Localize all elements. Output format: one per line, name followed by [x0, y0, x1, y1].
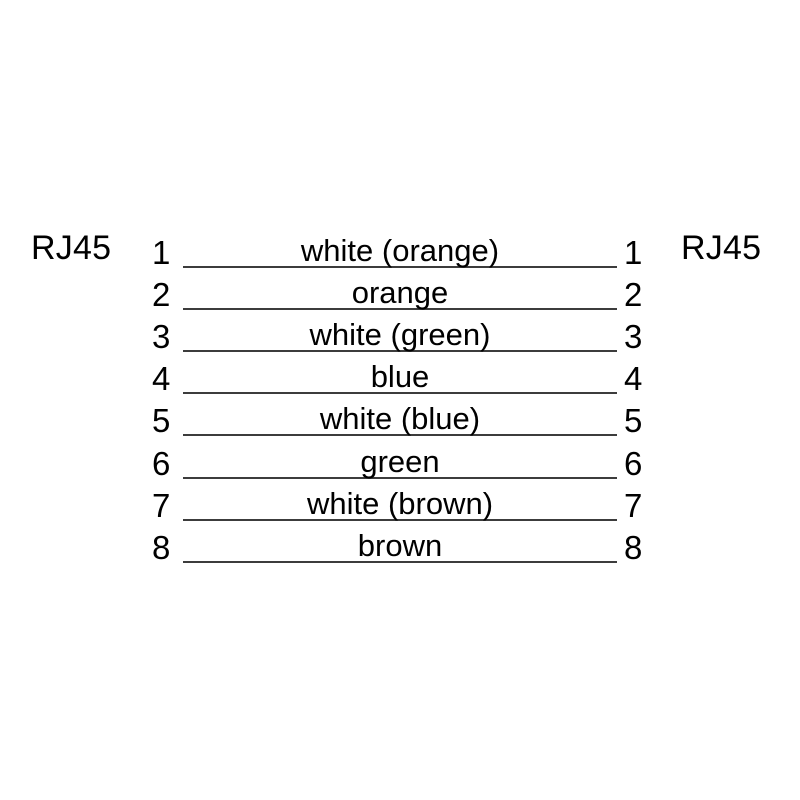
- wire-line: [183, 266, 617, 268]
- wire-color-label: blue: [370, 359, 430, 395]
- wire-line: [183, 308, 617, 311]
- left-pin-number: 4: [152, 360, 171, 398]
- right-pin-number: 4: [624, 360, 643, 398]
- wire-color-label: white (orange): [300, 233, 500, 268]
- wire-color-label: brown: [357, 527, 443, 563]
- left-pin-number: 8: [152, 528, 171, 566]
- right-pin-number: 1: [624, 234, 643, 271]
- wire-color-label: white (blue): [319, 401, 481, 437]
- right-pin-number: 8: [624, 528, 643, 566]
- right-pin-number: 6: [624, 444, 643, 482]
- left-pin-number: 1: [152, 234, 171, 271]
- right-pin-number: 7: [624, 486, 643, 524]
- wire-color-label: white (green): [309, 317, 491, 353]
- right-pin-number: 3: [624, 318, 643, 356]
- left-pin-number: 5: [152, 402, 171, 440]
- wire-line: [183, 560, 617, 563]
- wire-color-label: orange: [351, 275, 449, 311]
- wire-line: [183, 392, 617, 395]
- wire-line: [183, 434, 617, 437]
- right-pin-number: 5: [624, 402, 643, 440]
- right-connector-label: RJ45: [681, 229, 762, 267]
- right-pin-number: 2: [624, 276, 643, 314]
- wire-line: [183, 350, 617, 353]
- wire-line: [183, 518, 617, 521]
- wire-line: [183, 476, 617, 479]
- left-pin-number: 6: [152, 444, 171, 482]
- left-connector-label: RJ45: [31, 229, 112, 267]
- left-pin-number: 7: [152, 486, 171, 524]
- wire-color-label: white (brown): [306, 485, 494, 521]
- wire-color-label: green: [360, 443, 440, 479]
- left-pin-number: 2: [152, 276, 171, 314]
- left-pin-number: 3: [152, 318, 171, 356]
